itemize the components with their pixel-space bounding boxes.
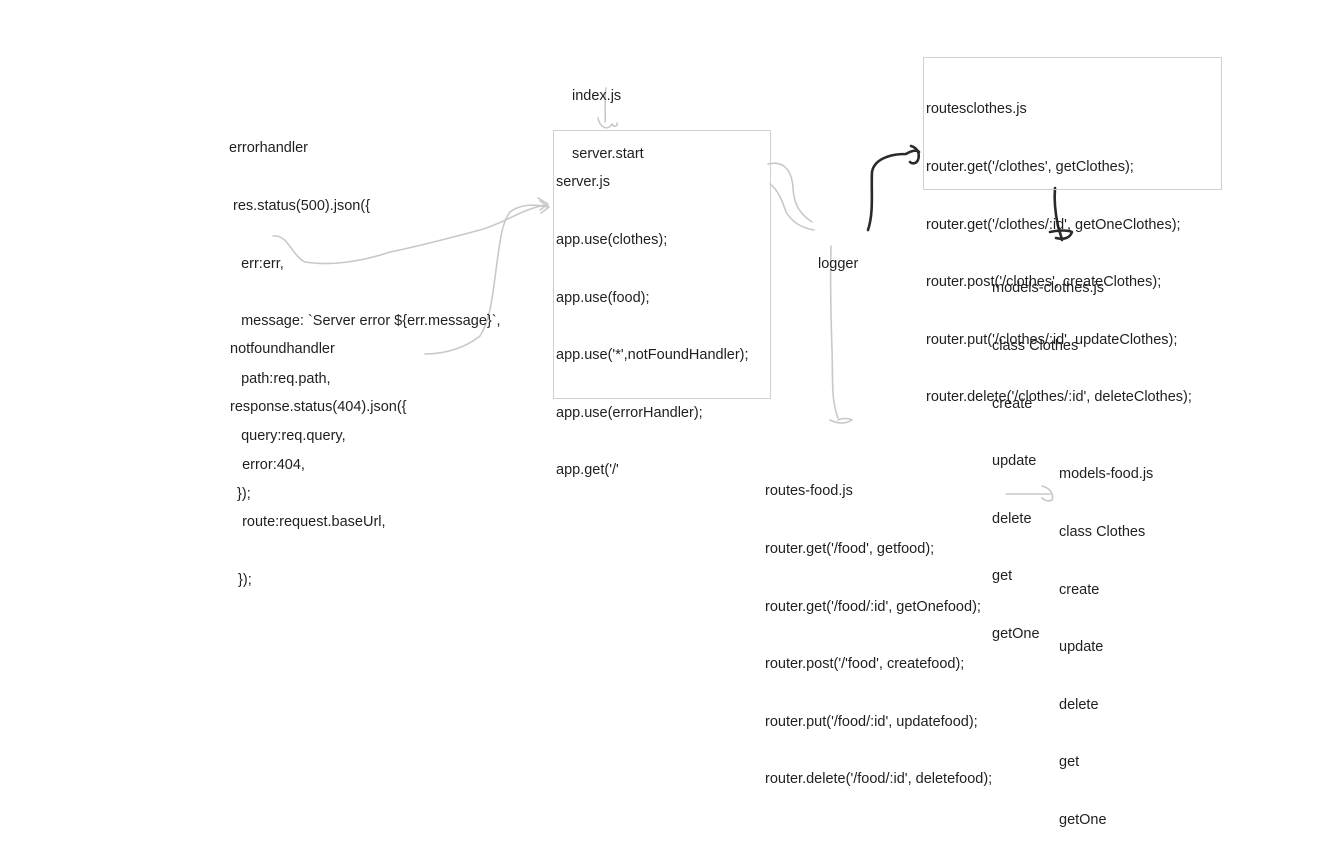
- errorhandler-line: message: `Server error ${err.message}`,: [229, 313, 501, 330]
- routes-food-line: router.put('/food/:id', updatefood);: [765, 713, 978, 730]
- routes-food-line: router.post('/'food', createfood);: [765, 656, 965, 673]
- routes-clothes-line: router.put('/clothes/:id', updateClothes…: [926, 331, 1178, 348]
- models-clothes-line: get: [992, 568, 1013, 585]
- errorhandler-line: query:req.query,: [229, 428, 346, 445]
- server-js-title: server.js: [556, 174, 610, 191]
- routes-clothes-line: router.post('/clothes', createClothes);: [926, 274, 1162, 291]
- routes-clothes-title: routesclothes.js: [926, 101, 1027, 118]
- notfoundhandler-block: notfoundhandler response.status(404).jso…: [230, 302, 407, 609]
- notfoundhandler-title: notfoundhandler: [230, 341, 335, 358]
- models-food-line: update: [1059, 639, 1104, 656]
- arrow-server-to-logger: [767, 162, 815, 231]
- models-food-block: models-food.js class Clothes create upda…: [1059, 427, 1153, 849]
- notfoundhandler-line: route:request.baseUrl,: [230, 514, 386, 531]
- models-food-line: class Clothes: [1059, 524, 1146, 541]
- errorhandler-line: err:err,: [229, 255, 284, 272]
- index-js-line: server.start: [572, 146, 644, 163]
- index-js-block: index.js server.start: [572, 49, 644, 183]
- routes-clothes-box: [923, 57, 1222, 190]
- notfoundhandler-line: error:404,: [230, 456, 305, 473]
- index-js-title: index.js: [572, 88, 622, 105]
- notfoundhandler-line: });: [230, 571, 252, 588]
- logger-text: logger: [818, 256, 859, 273]
- routes-clothes-block: routesclothes.js router.get('/clothes', …: [926, 62, 1192, 427]
- models-clothes-line: update: [992, 453, 1037, 470]
- routes-food-line: router.delete('/food/:id', deletefood);: [765, 771, 993, 788]
- server-js-block: server.js app.use(clothes); app.use(food…: [556, 135, 749, 500]
- routes-clothes-line: router.get('/clothes', getClothes);: [926, 159, 1134, 176]
- routes-food-title: routes-food.js: [765, 483, 853, 500]
- routes-clothes-line: router.get('/clothes/:id', getOneClothes…: [926, 216, 1181, 233]
- logger-label: logger: [818, 217, 858, 294]
- notfoundhandler-line: response.status(404).json({: [230, 399, 407, 416]
- errorhandler-line: path:req.path,: [229, 370, 331, 387]
- server-js-line: app.use(errorHandler);: [556, 404, 703, 421]
- server-js-box: [553, 130, 771, 399]
- routes-food-line: router.get('/food', getfood);: [765, 541, 935, 558]
- routes-clothes-line: router.delete('/clothes/:id', deleteClot…: [926, 389, 1192, 406]
- models-clothes-title: models-clothes.js: [992, 280, 1105, 297]
- server-js-line: app.get('/': [556, 462, 619, 479]
- routes-food-block: routes-food.js router.get('/food', getfo…: [765, 444, 992, 809]
- errorhandler-line: res.status(500).json({: [229, 198, 371, 215]
- server-js-line: app.use(clothes);: [556, 232, 668, 249]
- models-clothes-line: delete: [992, 510, 1032, 527]
- server-js-line: app.use('*',notFoundHandler);: [556, 347, 749, 364]
- arrow-logger-to-routes-clothes: [866, 144, 921, 232]
- errorhandler-line: });: [229, 486, 251, 503]
- models-clothes-line: create: [992, 395, 1033, 412]
- models-food-line: get: [1059, 754, 1080, 771]
- errorhandler-title: errorhandler: [229, 140, 308, 157]
- server-js-line: app.use(food);: [556, 289, 650, 306]
- models-food-line: getOne: [1059, 812, 1107, 829]
- errorhandler-block: errorhandler res.status(500).json({ err:…: [229, 101, 501, 523]
- models-food-line: delete: [1059, 696, 1099, 713]
- models-food-line: create: [1059, 581, 1100, 598]
- models-food-title: models-food.js: [1059, 466, 1154, 483]
- routes-food-line: router.get('/food/:id', getOnefood);: [765, 598, 981, 615]
- models-clothes-line: class Clothes: [992, 338, 1079, 355]
